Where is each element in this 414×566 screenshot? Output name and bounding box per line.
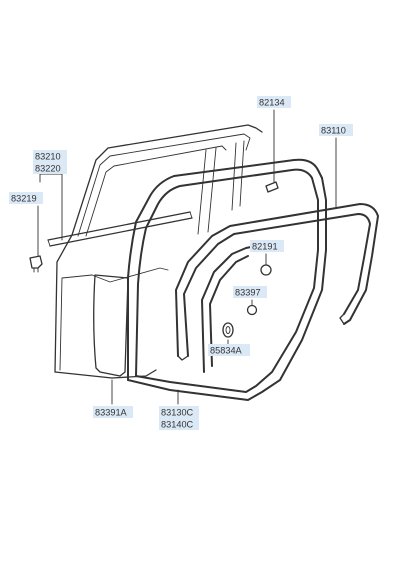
weatherstrip-83110-outer — [175, 203, 379, 357]
clip-83219 — [29, 255, 43, 269]
callout-83391A-bg — [93, 406, 133, 418]
leader-83210-83220 — [39, 173, 63, 241]
callout-83391A-text: 83391A — [95, 408, 128, 418]
plug-83397 — [246, 304, 258, 316]
weatherstrip-83110-end-cap — [177, 313, 345, 361]
weatherstrip-83130C-bottom-inner — [135, 177, 319, 393]
part-83130C-weatherstrip — [127, 158, 327, 401]
callout-83130C: 83130C — [159, 406, 199, 418]
callout-82134-text: 82134 — [259, 98, 285, 108]
callout-83397: 83397 — [233, 286, 267, 298]
window-channel-right3 — [239, 140, 245, 207]
window-frame-inner — [77, 133, 251, 237]
callout-85834A-bg — [208, 344, 250, 356]
callout-85834A-text: 85834A — [210, 346, 243, 356]
weatherstrip-83110-inner — [183, 213, 371, 357]
beltline-strip-bottom — [49, 217, 193, 247]
callout-83110: 83110 — [319, 124, 353, 136]
callout-83220-text: 83220 — [35, 164, 61, 174]
door-outline — [54, 124, 263, 373]
door-inner-lower — [91, 267, 169, 283]
callout-82191-text: 82191 — [252, 242, 278, 252]
weatherstrip-83130C-inner — [135, 168, 313, 377]
callout-82191-bg — [250, 240, 284, 252]
callout-83140C: 83140C — [159, 418, 199, 430]
grommet-85834A-inner — [225, 326, 231, 334]
plug-82191 — [260, 264, 272, 276]
callout-82134: 82134 — [257, 96, 291, 108]
callout-83140C-bg — [159, 418, 199, 430]
window-glass-edge — [85, 145, 227, 237]
callout-83391A: 83391A — [93, 406, 133, 418]
window-channel-right2 — [231, 142, 237, 211]
clip-82134 — [265, 181, 279, 193]
callout-83130C-text: 83130C — [161, 408, 194, 418]
clip-83219-tab — [33, 267, 39, 273]
callout-83140C-text: 83140C — [161, 420, 194, 430]
part-83110-weatherstrip — [175, 203, 379, 373]
part-83391A-seal — [93, 274, 129, 377]
beltline-strip-top — [47, 211, 191, 241]
callout-83220: 83220 — [33, 162, 67, 174]
callout-82191: 82191 — [250, 240, 284, 252]
callout-83210-text: 83210 — [35, 152, 61, 162]
weatherstrip-83110-lower-loop — [201, 243, 267, 373]
callout-83110-text: 83110 — [321, 126, 346, 136]
grommet-85834A — [222, 322, 234, 338]
weatherstrip-83130C-bottom — [127, 177, 327, 401]
window-channel-left — [197, 149, 207, 235]
callout-83220-bg — [33, 162, 67, 174]
callout-83130C-bg — [159, 406, 199, 418]
callout-83219: 83219 — [9, 192, 43, 204]
beltline-strip-end — [47, 211, 193, 247]
callout-83210: 83210 — [33, 150, 67, 162]
callout-83110-bg — [319, 124, 353, 136]
door-sill-shape — [59, 274, 93, 371]
callout-85834A: 85834A — [208, 344, 250, 356]
callout-83397-text: 83397 — [235, 288, 261, 298]
weatherstrip-83130C-outer — [127, 158, 323, 381]
callout-82134-bg — [257, 96, 291, 108]
callout-83397-bg — [233, 286, 267, 298]
weatherstrip-83110-lower-loop-inner — [209, 255, 249, 367]
callout-83219-bg — [9, 192, 43, 204]
window-channel-right — [207, 147, 217, 233]
door-panel — [47, 124, 263, 379]
callout-83210-bg — [33, 150, 67, 162]
callout-83219-text: 83219 — [11, 194, 37, 204]
seal-83391A-outline — [93, 274, 129, 377]
